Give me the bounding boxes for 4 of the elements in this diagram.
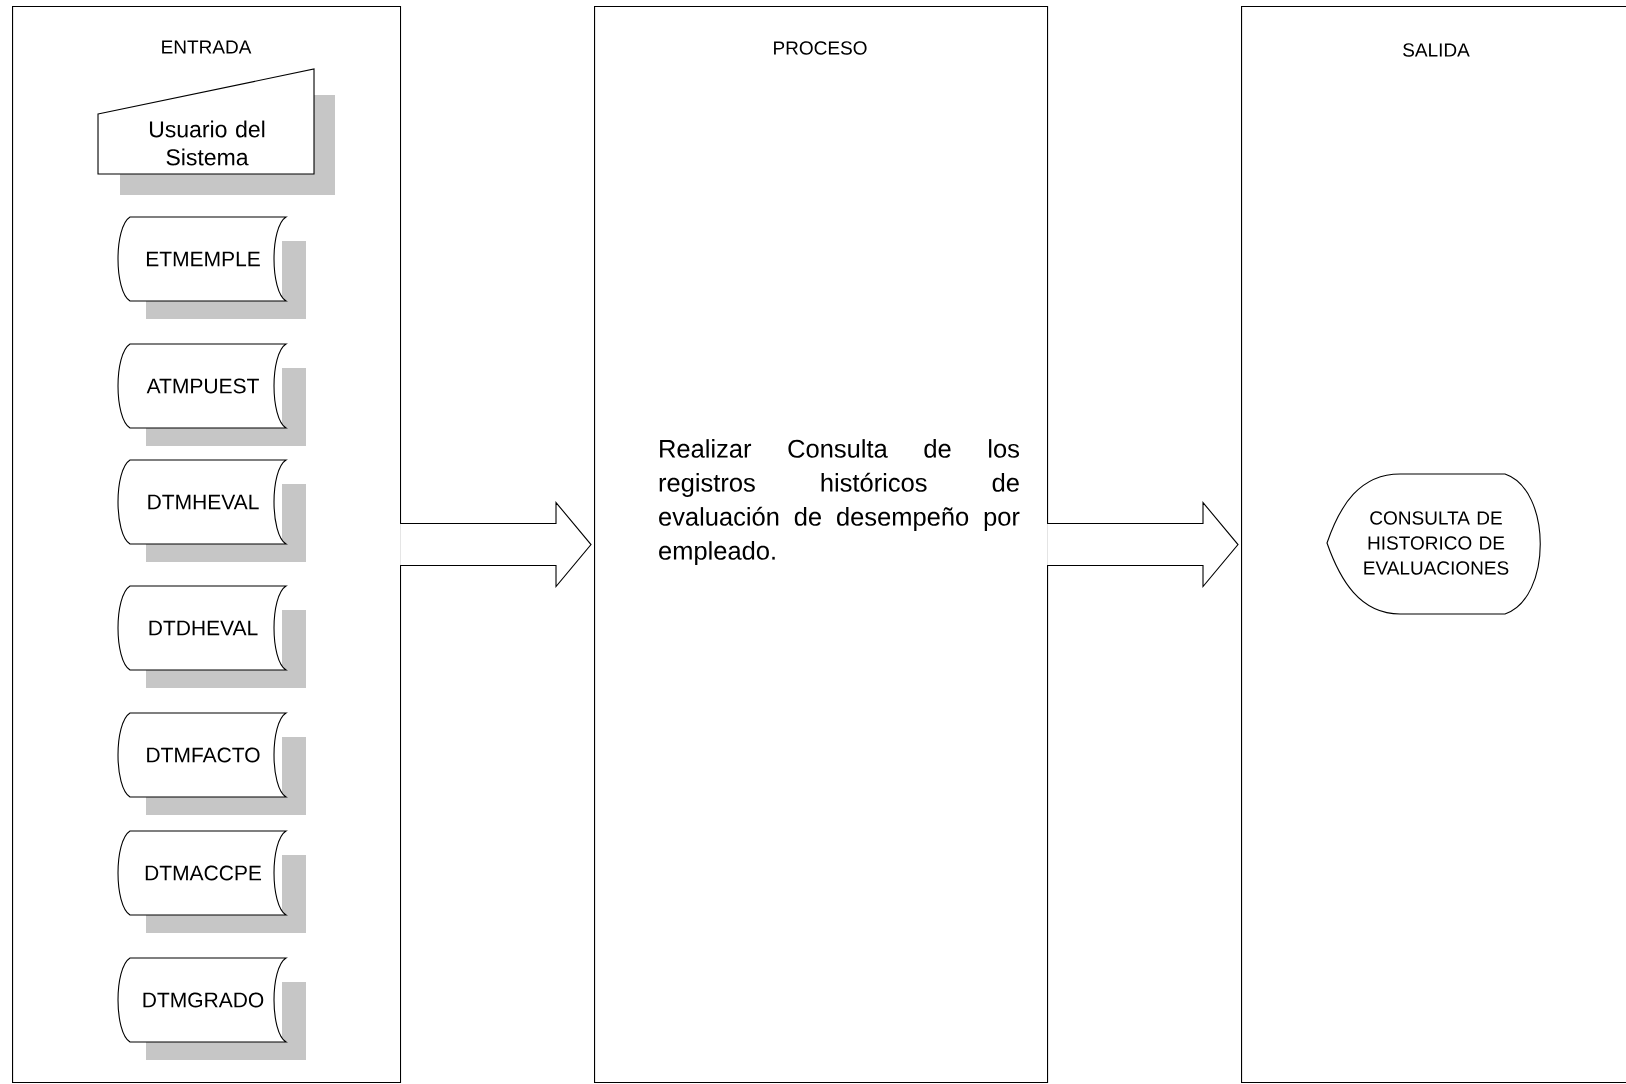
process-description: Realizar Consulta de los registros históricos de evaluación de desempeño por empleado. <box>659 439 1020 565</box>
block-arrow <box>1046 501 1239 589</box>
block-arrow <box>399 501 592 589</box>
column-panel: PROCESO Realizar Consulta de los registros históricos de evaluación de desempeño por empleado. <box>594 6 1049 1084</box>
